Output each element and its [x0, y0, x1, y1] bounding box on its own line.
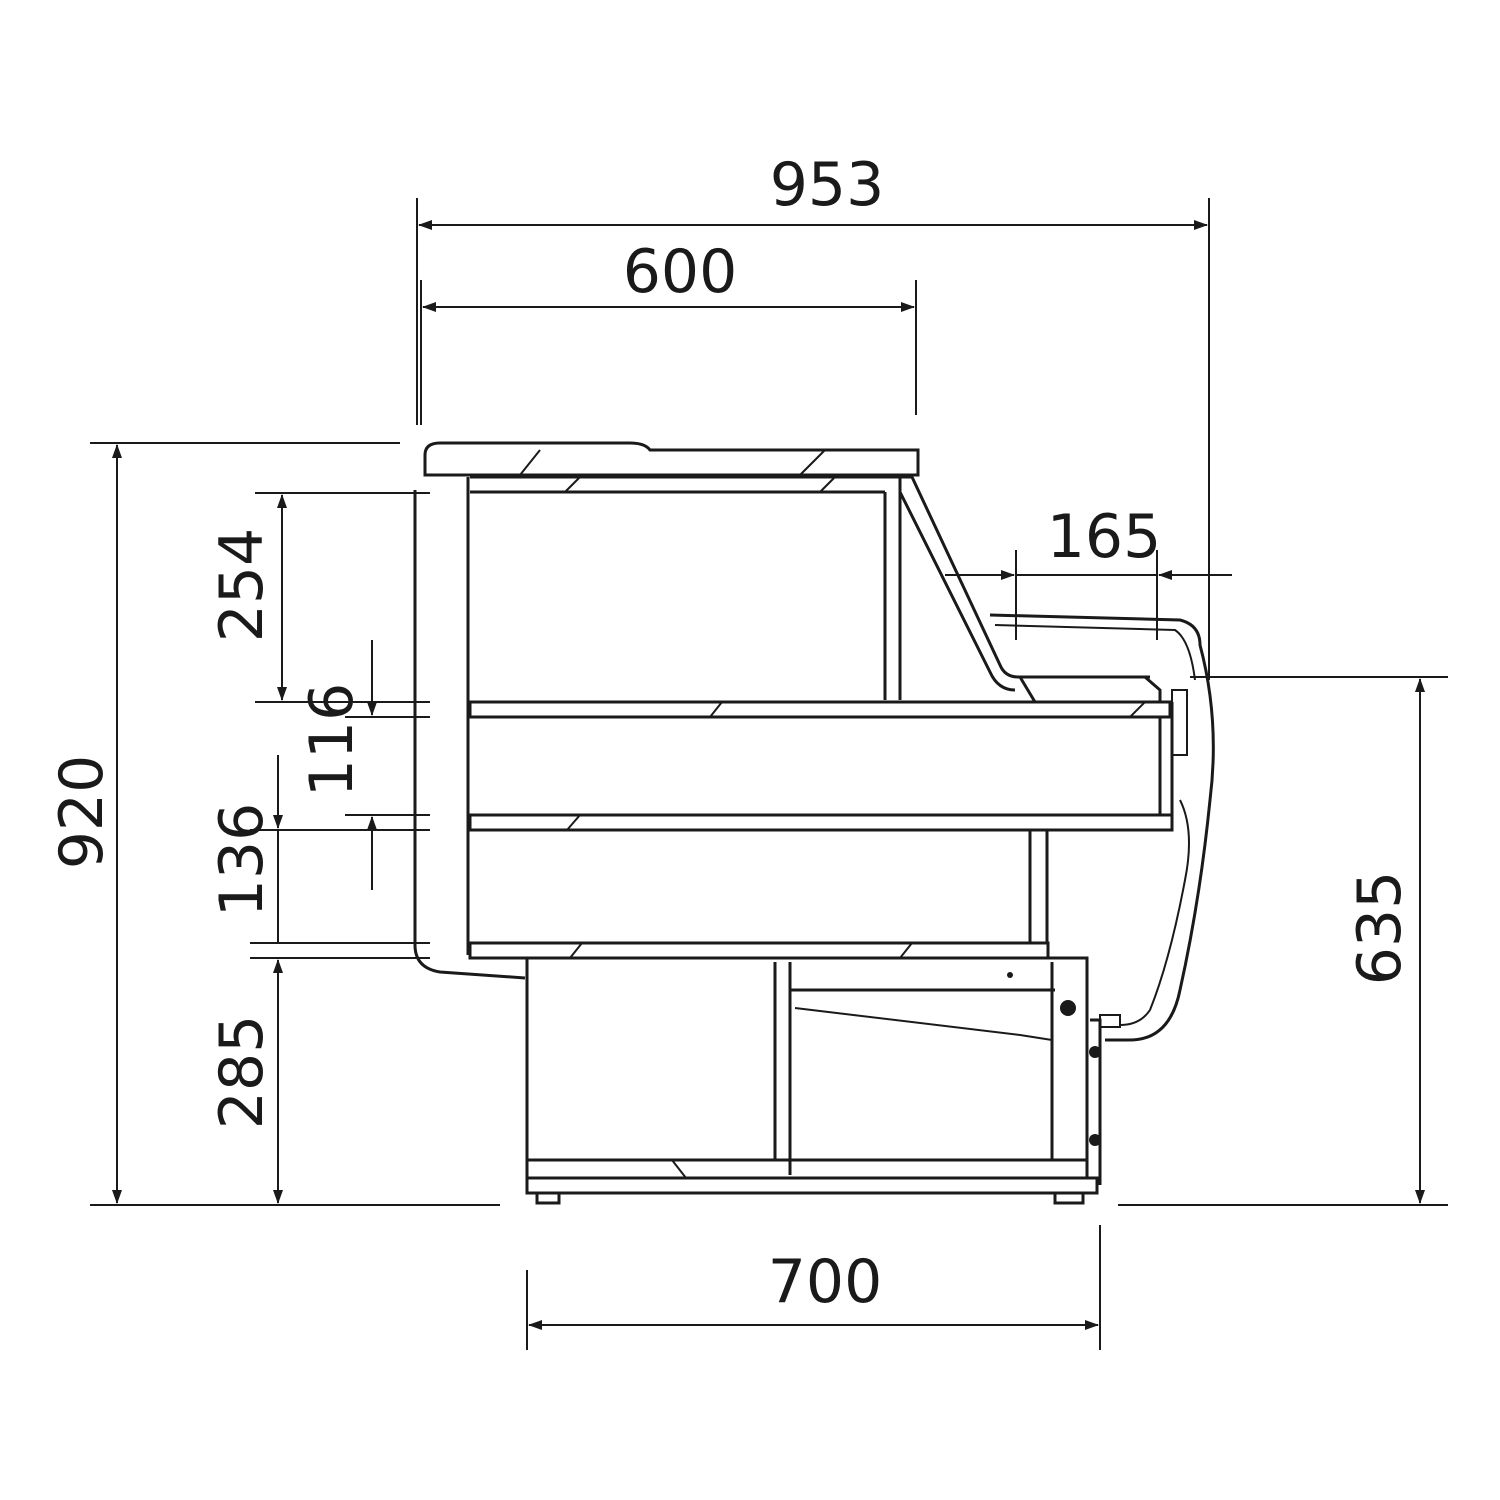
- dimension-label-635: 635: [1345, 871, 1415, 986]
- dimension-136: 136: [207, 755, 430, 944]
- dimension-165: 165: [945, 502, 1232, 640]
- dimension-label-953: 953: [770, 150, 885, 220]
- dimension-label-116: 116: [297, 683, 367, 798]
- counter-outline: [413, 441, 1215, 1205]
- dimension-label-920: 920: [47, 755, 117, 870]
- dimension-label-254: 254: [207, 528, 277, 643]
- dimension-label-285: 285: [207, 1015, 277, 1130]
- dimension-label-600: 600: [623, 237, 738, 307]
- dimension-label-700: 700: [768, 1247, 883, 1317]
- dimension-label-136: 136: [207, 803, 277, 918]
- dimension-953: 953: [416, 150, 1210, 680]
- dimension-600: 600: [420, 237, 917, 425]
- valve-icon: [1060, 1000, 1076, 1016]
- dimension-700: 700: [526, 1225, 1101, 1350]
- dimension-label-165: 165: [1047, 502, 1162, 572]
- dimension-635: 635: [1118, 676, 1448, 1206]
- dimension-254: 254: [207, 492, 430, 703]
- dimension-285: 285: [207, 957, 430, 1204]
- dimension-920: 920: [47, 442, 500, 1206]
- dimension-116: 116: [297, 640, 430, 890]
